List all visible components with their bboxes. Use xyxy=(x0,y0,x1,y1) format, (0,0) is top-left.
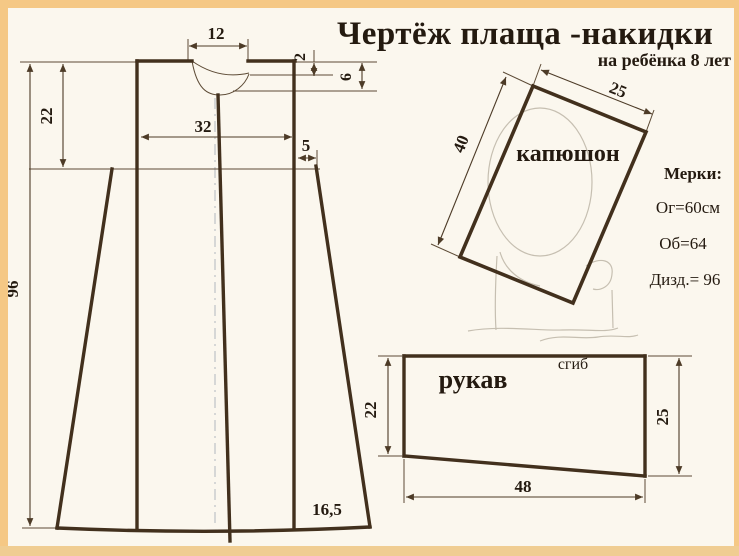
hem-line xyxy=(55,525,372,533)
sleeve-bottom-edge xyxy=(402,454,647,478)
frame-bottom xyxy=(0,546,739,556)
measurement-length: Дизд.= 96 xyxy=(650,270,721,289)
hood-label: капюшон xyxy=(516,141,620,167)
cloak-yoke-height-value: 22 xyxy=(37,108,56,125)
sleeve-front-height-value: 25 xyxy=(653,409,672,426)
sleeve-pattern: 22 25 48 рукав сгиб xyxy=(361,354,692,503)
center-front-line xyxy=(216,93,232,543)
flare-seam-left xyxy=(55,167,114,530)
hood-width-value: 25 xyxy=(607,78,630,102)
sketch-scribble xyxy=(539,334,639,342)
sketch-line-bottom xyxy=(467,327,619,332)
hood-ext-a40 xyxy=(502,71,534,87)
frame-left xyxy=(0,0,8,556)
hood-width-dimension-line xyxy=(540,69,653,115)
measurement-hips: Об=64 xyxy=(659,234,707,253)
cloak-neck-width-value: 12 xyxy=(208,24,225,43)
hood-ext-b25 xyxy=(645,109,655,133)
measurements-block: Мерки: Ог=60см Об=64 Дизд.= 96 xyxy=(650,164,722,289)
cloak-front-neck-depth-value: 6 xyxy=(338,73,355,81)
hood-outline xyxy=(457,83,649,306)
sleeve-back-height-value: 22 xyxy=(361,402,380,419)
sleeve-width-value: 48 xyxy=(515,477,532,496)
cloak-hem-gore-width-value: 16,5 xyxy=(312,500,342,519)
sketch-line-left xyxy=(494,255,498,331)
hood-ext-d40 xyxy=(430,243,461,258)
cloak-pattern: 12 2 6 22 32 5 96 16,5 xyxy=(3,24,377,543)
hood-height-dimension-line xyxy=(437,76,507,246)
sketch-curl xyxy=(585,259,613,291)
cloak-yoke-width-value: 32 xyxy=(195,117,212,136)
front-neck-curve xyxy=(191,60,250,96)
hood-pattern: 25 40 капюшон xyxy=(430,63,655,306)
drawing-title: Чертёж плаща -накидки xyxy=(337,16,713,52)
sketch-line-right xyxy=(611,289,614,329)
measurements-header: Мерки: xyxy=(664,164,722,183)
sleeve-label: рукав xyxy=(439,365,508,394)
measurement-chest: Ог=60см xyxy=(656,198,720,217)
sketch-chin-curve xyxy=(499,251,541,287)
title-block: Чертёж плаща -накидки на ребёнка 8 лет xyxy=(337,16,731,70)
cloak-flare-extension-value: 5 xyxy=(302,136,311,155)
hood-height-value: 40 xyxy=(449,132,473,155)
hood-ext-a25 xyxy=(532,63,542,87)
flare-seam-right xyxy=(314,164,372,529)
frame-right xyxy=(734,0,739,556)
sleeve-fold-label: сгиб xyxy=(558,356,588,373)
cloak-back-neck-depth-value: 2 xyxy=(292,53,309,61)
drawing-subtitle: на ребёнка 8 лет xyxy=(598,50,731,70)
frame-top xyxy=(0,0,739,8)
back-neck-curve xyxy=(191,60,250,76)
